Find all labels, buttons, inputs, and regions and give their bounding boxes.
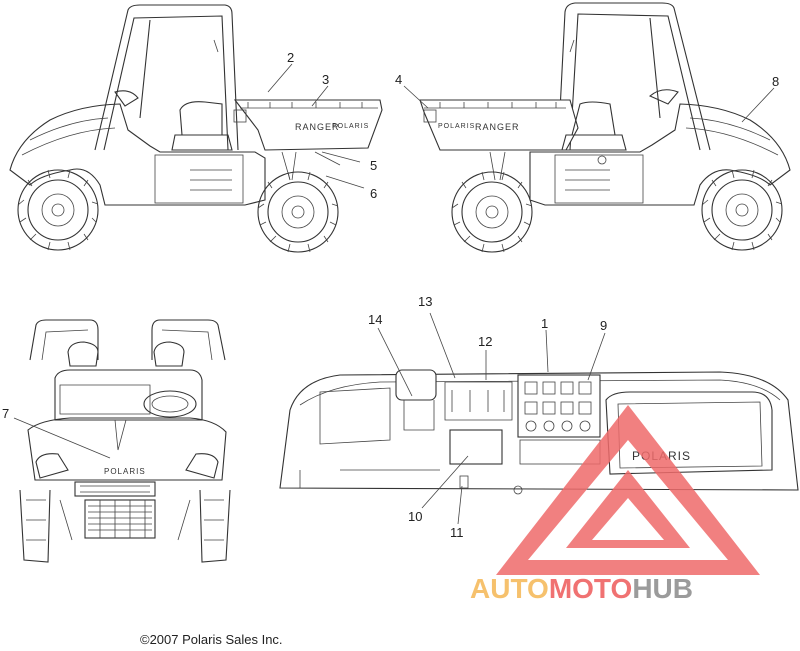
automotohub-watermark: AUTOMOTOHUB [470, 405, 760, 604]
callout-3: 3 [322, 72, 329, 87]
callout-6: 6 [370, 186, 377, 201]
callout-8: 8 [772, 74, 779, 89]
leader-lines [13, 63, 775, 525]
watermark-hub: HUB [632, 573, 693, 604]
dashboard-view: POLARIS [279, 369, 799, 495]
callout-1: 1 [541, 316, 548, 331]
callout-4: 4 [395, 72, 402, 87]
ranger-decal-left: RANGER [295, 122, 340, 132]
watermark-auto: AUTO [470, 573, 549, 604]
callout-2: 2 [287, 50, 294, 65]
ranger-decal-right: RANGER [475, 122, 520, 132]
callout-10: 10 [408, 509, 422, 524]
callout-11: 11 [450, 525, 464, 540]
callout-7: 7 [2, 406, 9, 421]
callout-13: 13 [418, 294, 432, 309]
polaris-decal-front: POLARIS [104, 467, 146, 476]
callout-14: 14 [368, 312, 382, 327]
watermark-moto: MOTO [549, 573, 632, 604]
watermark-triangle-icon [496, 405, 760, 575]
callout-9: 9 [600, 318, 607, 333]
right-side-view: POLARIS RANGER [419, 2, 791, 253]
svg-text:AUTOMOTOHUB: AUTOMOTOHUB [470, 573, 693, 604]
callout-12: 12 [478, 334, 492, 349]
callouts: 2 3 4 5 6 8 7 9 1 12 13 14 10 11 [2, 50, 779, 540]
copyright-notice: ©2007 Polaris Sales Inc. [140, 632, 283, 647]
left-side-view: RANGER POLARIS [9, 4, 383, 253]
polaris-decal-left: POLARIS [332, 123, 369, 130]
callout-5: 5 [370, 158, 377, 173]
front-view: POLARIS [19, 319, 231, 563]
polaris-decal-right: POLARIS [438, 123, 475, 130]
